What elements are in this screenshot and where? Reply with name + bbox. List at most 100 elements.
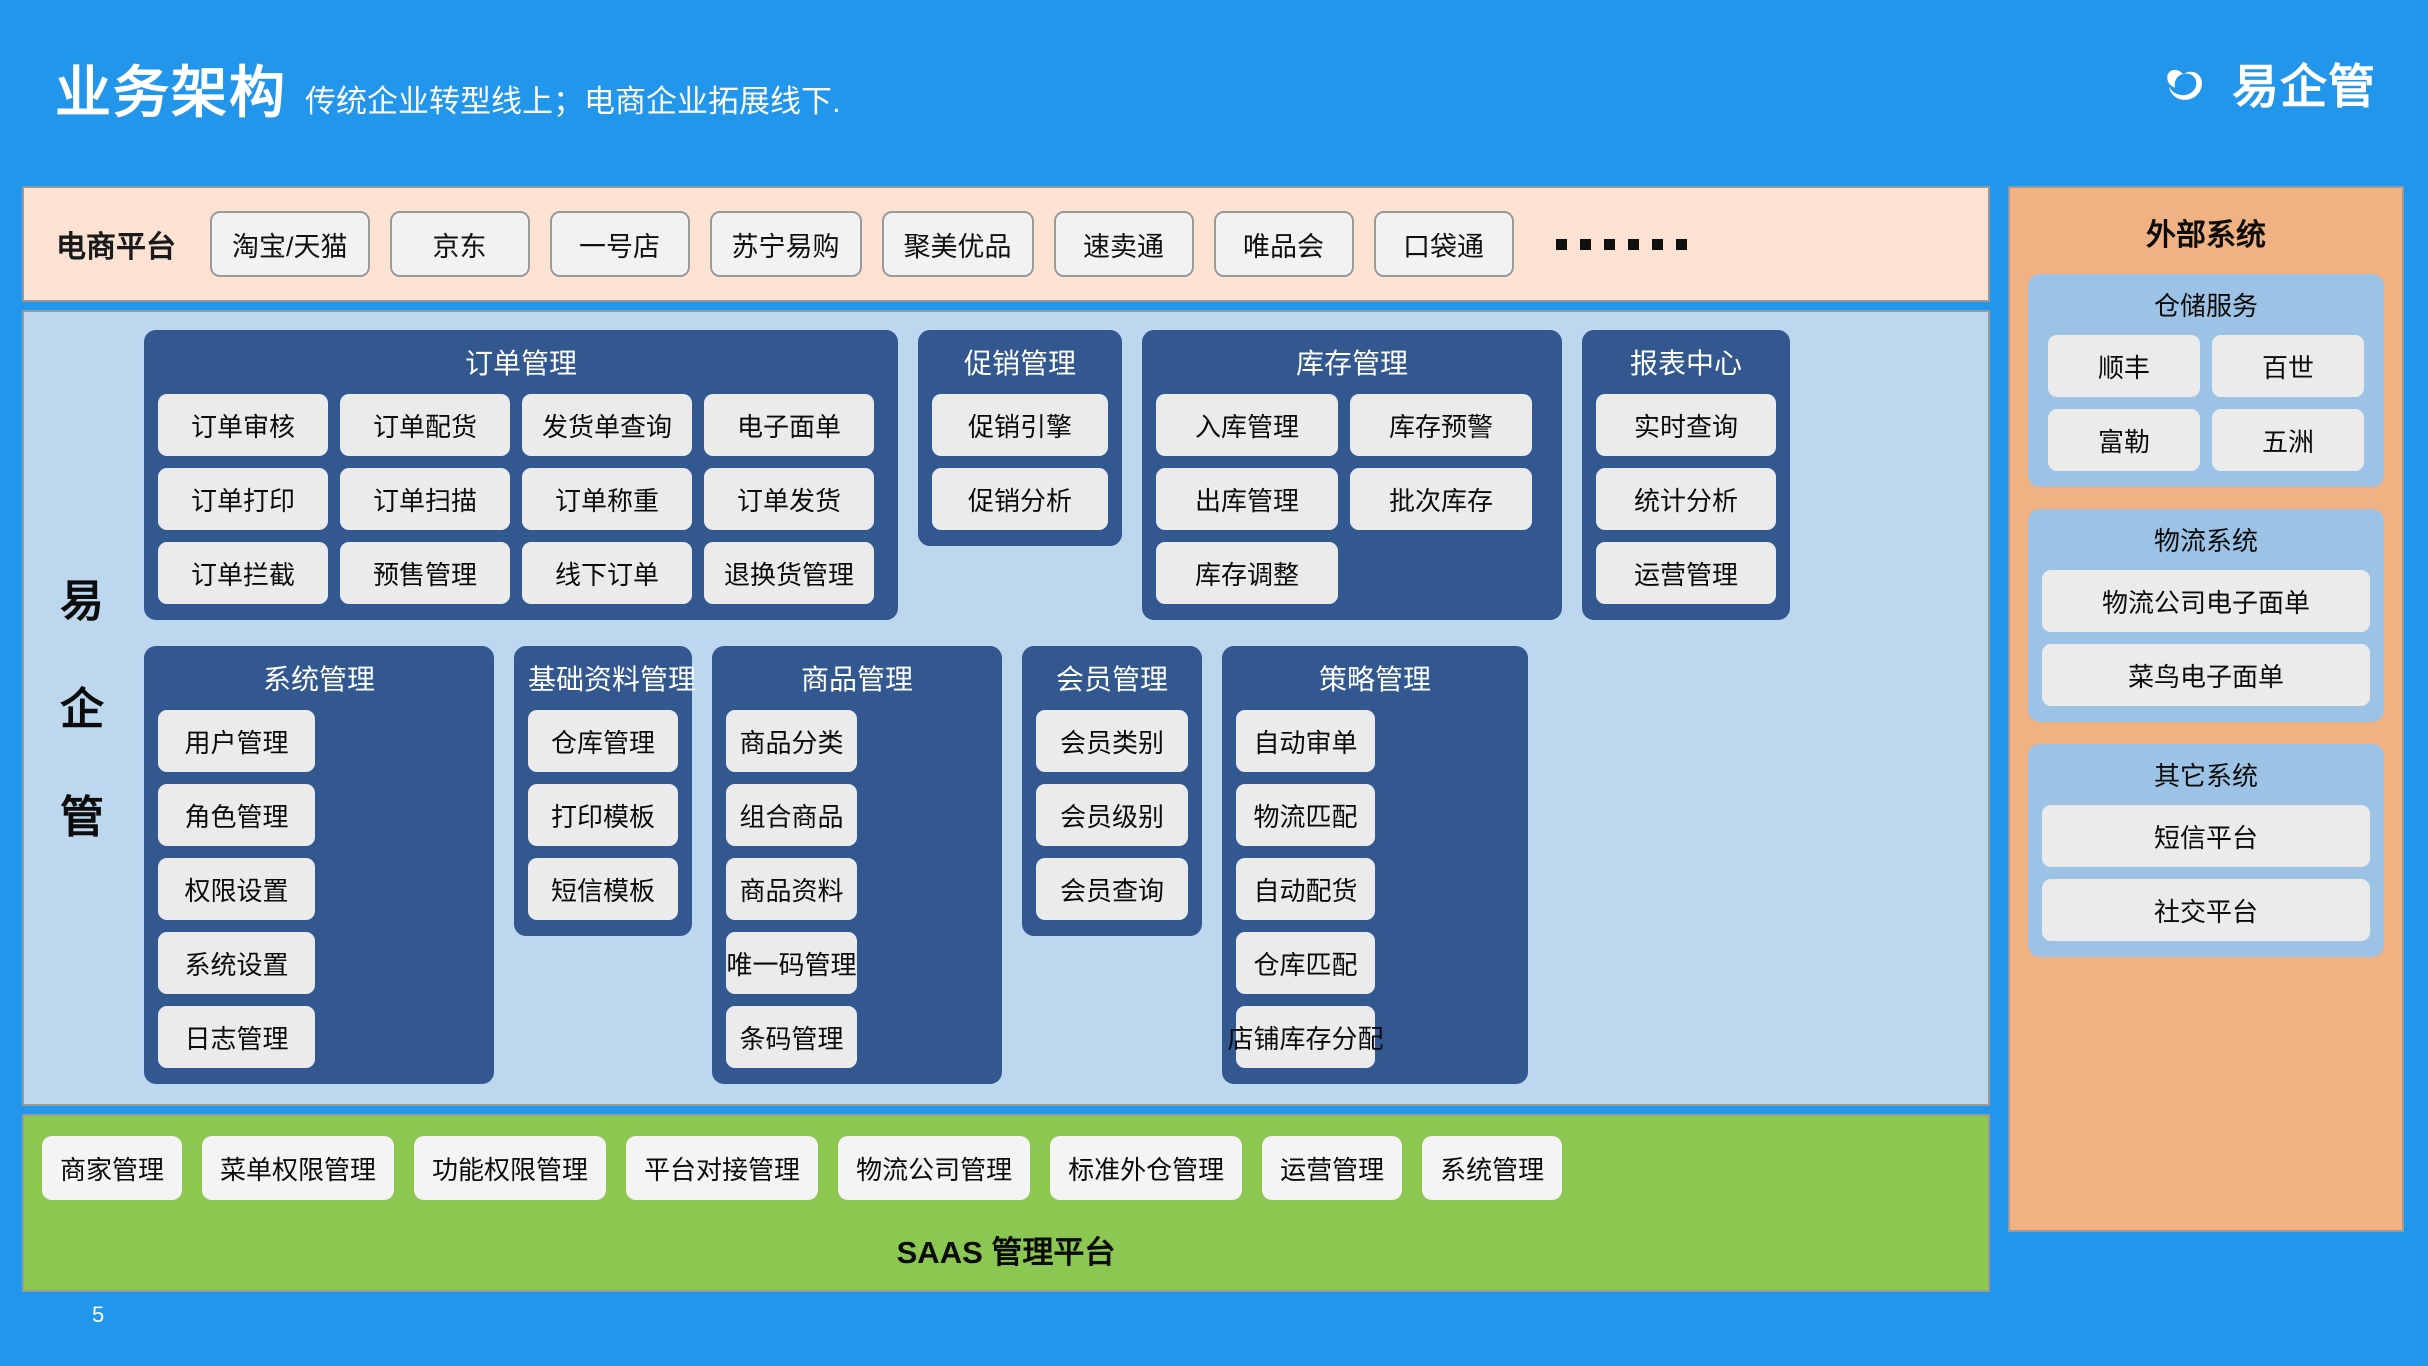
module-tile[interactable]: 订单打印: [158, 468, 328, 530]
group-title: 促销管理: [963, 348, 1076, 379]
external-block-items: 短信平台 社交平台: [2042, 805, 2370, 941]
module-tile[interactable]: 退换货管理: [704, 542, 874, 604]
module-tile[interactable]: 物流匹配: [1236, 784, 1375, 846]
module-tile[interactable]: 组合商品: [726, 784, 857, 846]
module-tile[interactable]: 库存调整: [1156, 542, 1338, 604]
group-items: 入库管理 库存预警 出库管理 批次库存 库存调整: [1156, 394, 1548, 604]
group-title: 策略管理: [1318, 664, 1431, 695]
module-tile[interactable]: 角色管理: [158, 784, 315, 846]
external-systems-title: 外部系统: [2146, 219, 2266, 252]
external-block-items: 顺丰 百世 富勒 五洲: [2042, 335, 2370, 471]
module-tile[interactable]: 电子面单: [704, 394, 874, 456]
external-tile[interactable]: 顺丰: [2048, 335, 2200, 397]
group-items: 促销引擎 促销分析: [932, 394, 1108, 530]
module-tile[interactable]: 短信模板: [528, 858, 678, 920]
module-tile[interactable]: 统计分析: [1596, 468, 1776, 530]
external-tile[interactable]: 短信平台: [2042, 805, 2370, 867]
header-title-group: 业务架构 传统企业转型线上；电商企业拓展线下.: [55, 48, 841, 129]
group-product-management: 商品管理 商品分类 组合商品 商品资料 唯一码管理 条码管理: [712, 646, 1002, 1084]
external-block-warehouse-service: 仓储服务 顺丰 百世 富勒 五洲: [2028, 274, 2384, 487]
group-report-center: 报表中心 实时查询 统计分析 运营管理: [1582, 330, 1790, 620]
external-block-title: 仓储服务: [2153, 291, 2258, 321]
saas-tile[interactable]: 系统管理: [1422, 1136, 1563, 1200]
page-title: 业务架构: [55, 61, 287, 124]
module-tile[interactable]: 仓库匹配: [1236, 932, 1375, 994]
external-tile[interactable]: 物流公司电子面单: [2042, 570, 2370, 632]
group-title: 报表中心: [1629, 348, 1742, 379]
module-tile[interactable]: 会员级别: [1036, 784, 1188, 846]
module-tile[interactable]: 运营管理: [1596, 542, 1776, 604]
core-vertical-label: 易 企 管: [30, 330, 134, 1084]
external-tile[interactable]: 五洲: [2212, 409, 2364, 471]
module-tile[interactable]: 订单扫描: [340, 468, 510, 530]
module-tile[interactable]: 订单称重: [522, 468, 692, 530]
module-tile[interactable]: 商品分类: [726, 710, 857, 772]
module-tile[interactable]: 发货单查询: [522, 394, 692, 456]
group-items: 会员类别 会员级别 会员查询: [1036, 710, 1188, 920]
module-tile[interactable]: 日志管理: [158, 1006, 315, 1068]
group-items: 自动审单 物流匹配 自动配货 仓库匹配 店铺库存分配: [1228, 710, 1514, 1068]
group-order-management: 订单管理 订单审核 订单配货 发货单查询 电子面单 订单打印 订单扫描 订单称重…: [144, 330, 898, 620]
saas-tile[interactable]: 平台对接管理: [626, 1136, 819, 1200]
group-title: 库存管理: [1295, 348, 1408, 379]
module-tile[interactable]: 权限设置: [158, 858, 315, 920]
module-tile[interactable]: 入库管理: [1156, 394, 1338, 456]
module-tile[interactable]: 批次库存: [1350, 468, 1532, 530]
saas-tile[interactable]: 标准外仓管理: [1050, 1136, 1243, 1200]
module-tile[interactable]: 用户管理: [158, 710, 315, 772]
module-tile[interactable]: 订单审核: [158, 394, 328, 456]
ecommerce-platform-bar: 电商平台 淘宝/天猫 京东 一号店 苏宁易购 聚美优品 速卖通 唯品会 口袋通: [22, 186, 1990, 302]
module-tile[interactable]: 线下订单: [522, 542, 692, 604]
saas-tile[interactable]: 菜单权限管理: [202, 1136, 395, 1200]
module-tile[interactable]: 订单配货: [340, 394, 510, 456]
group-basic-data-management: 基础资料管理 仓库管理 打印模板 短信模板: [514, 646, 696, 936]
external-tile[interactable]: 社交平台: [2042, 879, 2370, 941]
external-tile[interactable]: 富勒: [2048, 409, 2200, 471]
module-tile[interactable]: 会员查询: [1036, 858, 1188, 920]
external-block-title: 物流系统: [2153, 526, 2258, 556]
module-tile[interactable]: 会员类别: [1036, 710, 1188, 772]
module-tile[interactable]: 仓库管理: [528, 710, 678, 772]
group-policy-management: 策略管理 自动审单 物流匹配 自动配货 仓库匹配 店铺库存分配: [1222, 646, 1528, 1084]
platform-tile[interactable]: 一号店: [549, 211, 690, 277]
module-tile[interactable]: 唯一码管理: [726, 932, 857, 994]
platform-tile[interactable]: 速卖通: [1053, 211, 1194, 277]
main-column: 电商平台 淘宝/天猫 京东 一号店 苏宁易购 聚美优品 速卖通 唯品会 口袋通 …: [22, 186, 1990, 1292]
module-tile[interactable]: 订单发货: [704, 468, 874, 530]
platform-tile[interactable]: 苏宁易购: [709, 211, 862, 277]
module-tile[interactable]: 打印模板: [528, 784, 678, 846]
saas-tile[interactable]: 运营管理: [1262, 1136, 1403, 1200]
module-tile[interactable]: 系统设置: [158, 932, 315, 994]
core-platform-area: 易 企 管 订单管理 订单审核 订单配货 发货单查询 电子面单 订单打印: [22, 310, 1990, 1106]
module-tile[interactable]: 预售管理: [340, 542, 510, 604]
module-tile[interactable]: 商品资料: [726, 858, 857, 920]
module-tile[interactable]: 促销分析: [932, 468, 1108, 530]
module-tile[interactable]: 库存预警: [1350, 394, 1532, 456]
saas-tile[interactable]: 物流公司管理: [838, 1136, 1031, 1200]
core-label-char: 企: [60, 685, 104, 734]
brand-name: 易企管: [2232, 60, 2376, 113]
module-tile[interactable]: 出库管理: [1156, 468, 1338, 530]
core-label-char: 易: [60, 577, 104, 626]
saas-tile[interactable]: 商家管理: [42, 1136, 183, 1200]
saas-tile[interactable]: 功能权限管理: [414, 1136, 607, 1200]
module-tile[interactable]: 实时查询: [1596, 394, 1776, 456]
external-tile[interactable]: 菜鸟电子面单: [2042, 644, 2370, 706]
module-tile[interactable]: 店铺库存分配: [1228, 1006, 1384, 1068]
external-tile[interactable]: 百世: [2212, 335, 2364, 397]
module-tile[interactable]: 自动配货: [1236, 858, 1375, 920]
core-row-1: 订单管理 订单审核 订单配货 发货单查询 电子面单 订单打印 订单扫描 订单称重…: [144, 330, 1974, 620]
platform-tile[interactable]: 口袋通: [1373, 211, 1514, 277]
group-items: 用户管理 角色管理 权限设置 系统设置 日志管理: [158, 710, 480, 1068]
platform-tile[interactable]: 聚美优品: [881, 211, 1034, 277]
platform-tile[interactable]: 京东: [389, 211, 530, 277]
module-tile[interactable]: 条码管理: [726, 1006, 857, 1068]
platform-tile[interactable]: 淘宝/天猫: [210, 211, 370, 277]
platform-tile[interactable]: 唯品会: [1213, 211, 1354, 277]
saas-platform-caption: SAAS 管理平台: [896, 1235, 1116, 1270]
module-tile[interactable]: 订单拦截: [158, 542, 328, 604]
module-tile[interactable]: 自动审单: [1236, 710, 1375, 772]
module-tile[interactable]: 促销引擎: [932, 394, 1108, 456]
group-items: 商品分类 组合商品 商品资料 唯一码管理 条码管理: [726, 710, 988, 1068]
